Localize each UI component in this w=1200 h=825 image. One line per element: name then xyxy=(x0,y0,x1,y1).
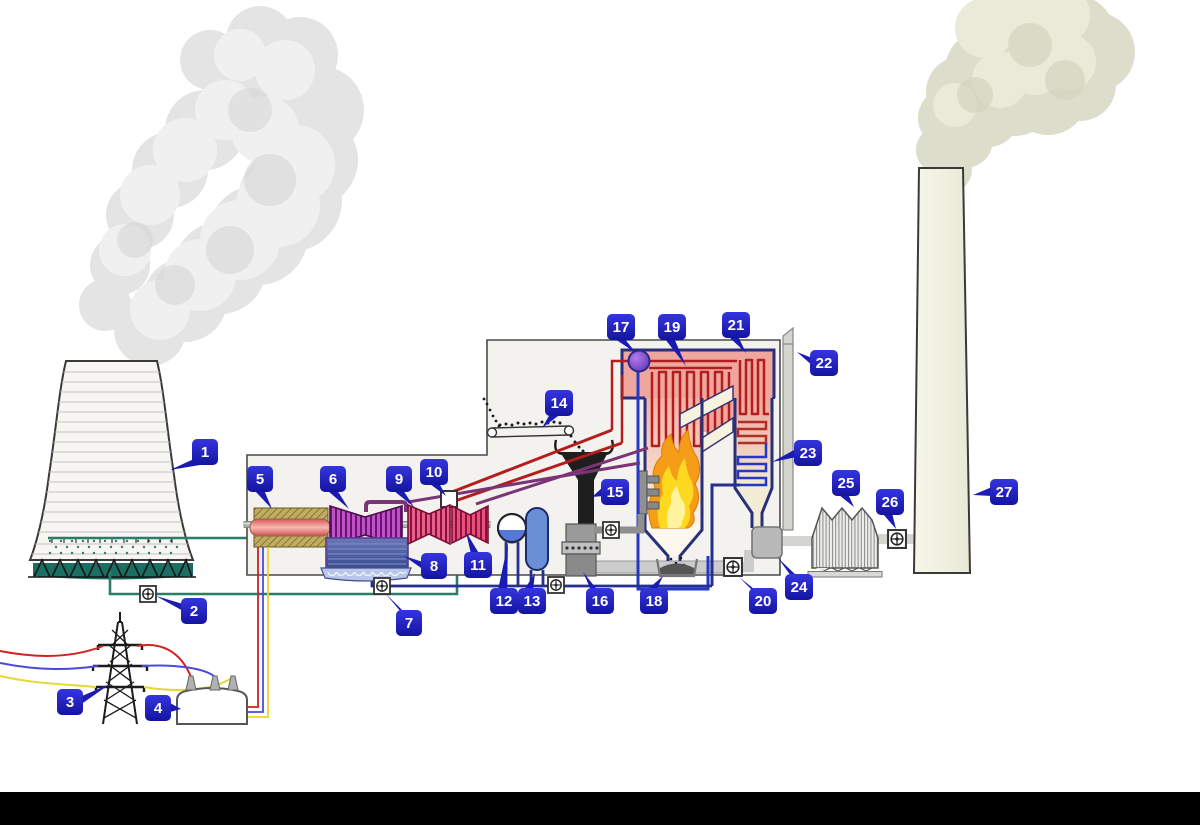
label-coal-hopper: 15 xyxy=(592,479,629,505)
combustion-air-intake xyxy=(782,326,794,531)
ip-turbine xyxy=(407,503,451,546)
svg-text:9: 9 xyxy=(395,471,403,488)
burner-assembly xyxy=(637,470,660,515)
label-ash-hopper: 18 xyxy=(640,576,668,614)
labels: 1 2 3 4 5 6 7 8 9 10 11 12 13 14 15 16 1… xyxy=(57,312,1018,721)
label-step-up-transformer: 4 xyxy=(145,695,181,721)
tower-spray-droplets xyxy=(48,539,179,555)
transmission-pylon xyxy=(91,612,149,725)
svg-text:24: 24 xyxy=(791,579,808,596)
stack-smoke-plume xyxy=(916,0,1135,192)
label-fd-fan: 20 xyxy=(739,577,777,614)
deaerator xyxy=(497,513,527,544)
primary-air-fan xyxy=(602,521,620,539)
svg-text:6: 6 xyxy=(329,471,337,488)
forced-draught-fan xyxy=(723,557,743,577)
step-up-transformer xyxy=(176,675,248,725)
label-precipitator: 25 xyxy=(832,470,860,507)
label-lp-turbine: 6 xyxy=(320,466,349,509)
svg-text:12: 12 xyxy=(496,593,513,610)
furnace-flames xyxy=(648,428,701,529)
svg-text:25: 25 xyxy=(838,475,855,492)
precipitator xyxy=(807,506,883,578)
label-condenser: 8 xyxy=(404,553,447,579)
svg-text:18: 18 xyxy=(646,593,663,610)
boiler-feed-pump xyxy=(547,576,565,594)
spray-nozzles xyxy=(51,538,173,543)
flue-gas-stack xyxy=(912,167,972,574)
label-cooling-water-pump: 2 xyxy=(156,596,207,624)
svg-text:26: 26 xyxy=(882,494,899,511)
svg-text:4: 4 xyxy=(154,700,163,717)
svg-text:3: 3 xyxy=(66,694,74,711)
label-pulverizer: 16 xyxy=(583,572,614,614)
furnace-nose xyxy=(679,384,734,430)
svg-text:14: 14 xyxy=(551,395,568,412)
label-condensate-pump: 7 xyxy=(385,593,422,636)
svg-text:2: 2 xyxy=(190,603,198,620)
generator-leads xyxy=(247,547,269,718)
bottom-ash-hopper xyxy=(655,556,699,578)
feedwater-riser xyxy=(710,483,740,586)
svg-text:21: 21 xyxy=(728,317,745,334)
svg-text:27: 27 xyxy=(996,484,1013,501)
label-id-fan: 26 xyxy=(876,489,904,529)
tower-supports xyxy=(28,557,196,578)
boiler xyxy=(610,348,776,591)
svg-text:19: 19 xyxy=(664,319,681,336)
label-air-preheater: 24 xyxy=(778,558,813,600)
air-preheater xyxy=(751,526,783,559)
label-steam-valve: 10 xyxy=(420,459,448,496)
svg-text:15: 15 xyxy=(607,484,624,501)
cooling-tower-steam-plume xyxy=(79,6,364,366)
svg-text:20: 20 xyxy=(755,593,772,610)
steam-drum xyxy=(627,349,651,373)
svg-text:1: 1 xyxy=(201,444,209,461)
drum-steam-link xyxy=(610,359,737,443)
svg-text:23: 23 xyxy=(800,445,817,462)
svg-text:13: 13 xyxy=(524,593,541,610)
generator xyxy=(249,507,331,548)
label-stack: 27 xyxy=(973,479,1018,505)
hp-turbine xyxy=(451,504,489,545)
bottom-bar xyxy=(0,792,1200,825)
svg-text:16: 16 xyxy=(592,593,609,610)
reheater-coils xyxy=(738,358,769,416)
svg-text:7: 7 xyxy=(405,615,413,632)
label-transmission-pylon: 3 xyxy=(57,684,110,715)
svg-text:10: 10 xyxy=(426,464,443,481)
condenser xyxy=(320,537,412,582)
cooling-tower xyxy=(28,360,196,580)
label-ip-turbine: 9 xyxy=(386,466,414,507)
pulverized-coal-pipe xyxy=(594,514,645,534)
condensate-pump xyxy=(373,577,391,595)
superheater-coils xyxy=(649,366,732,448)
label-economiser: 23 xyxy=(772,440,822,466)
coal-pulverizer xyxy=(561,523,601,577)
label-steam-drum: 17 xyxy=(607,314,636,353)
cooling-water-pump xyxy=(139,585,157,603)
label-generator: 5 xyxy=(247,466,273,509)
label-reheater: 21 xyxy=(722,312,750,353)
label-air-intake: 22 xyxy=(797,350,838,376)
svg-text:22: 22 xyxy=(816,355,833,372)
svg-text:11: 11 xyxy=(470,557,486,574)
label-feedwater-heater: 13 xyxy=(518,573,546,614)
feedwater-heater xyxy=(525,507,549,571)
induced-draught-fan xyxy=(887,529,907,549)
svg-text:17: 17 xyxy=(613,319,630,336)
label-coal-conveyor: 14 xyxy=(542,390,573,428)
label-hp-turbine: 11 xyxy=(464,532,492,578)
label-deaerator: 12 xyxy=(490,543,518,614)
label-superheater: 19 xyxy=(658,314,686,366)
downcomer-pipe xyxy=(636,370,710,591)
svg-text:8: 8 xyxy=(430,558,438,575)
label-cooling-tower: 1 xyxy=(170,439,218,470)
svg-text:5: 5 xyxy=(256,471,264,488)
economiser-coils-water xyxy=(736,443,768,487)
economiser-coils-hot xyxy=(736,420,768,445)
